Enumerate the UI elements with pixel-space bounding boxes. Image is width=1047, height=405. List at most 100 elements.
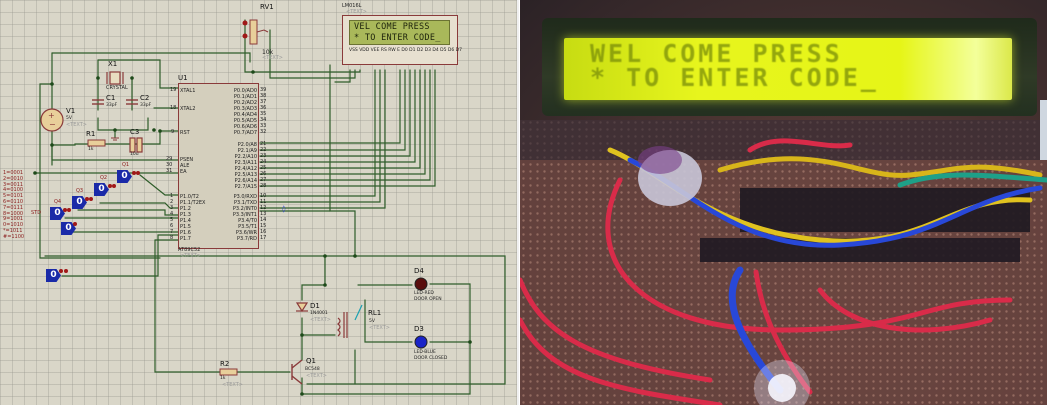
pin-num-22: 22 <box>260 147 267 153</box>
pin-p3-2: P3.2/INT0 <box>232 206 257 212</box>
pin-num-37: 37 <box>260 99 267 105</box>
d4-line1: LED-RED <box>414 291 434 296</box>
keypad-code: 7=0111 <box>3 204 24 211</box>
pin-num-6: 6 <box>170 223 174 229</box>
keypad-code: 5=0101 <box>3 193 24 200</box>
lcd-component[interactable]: VEL COME PRESS * TO ENTER CODE_ VSS VDD … <box>342 15 462 65</box>
relay-rl1-icon <box>337 304 363 338</box>
mcu-hint: <TEXT> <box>180 253 201 259</box>
pin-p1-6: P1.6 <box>180 230 191 236</box>
pin-num-24: 24 <box>260 159 267 165</box>
resistor-r1-icon <box>87 139 106 147</box>
r1-value: 1k <box>88 147 94 152</box>
led-blue-icon <box>414 335 428 349</box>
pin-p0-2: P0.2/AD2 <box>233 100 257 106</box>
d4-line2: DOOR OPEN <box>414 297 442 302</box>
pin-num-9: 9 <box>171 129 175 135</box>
keypad-code: 1=0001 <box>3 170 24 176</box>
pin-num-25: 25 <box>260 165 267 171</box>
potentiometer-rv1-icon <box>242 19 269 45</box>
hardware-photo: WEL COME PRESS * TO ENTER CODE_ <box>520 0 1047 405</box>
pin-p3-6: P3.6/WR <box>235 230 257 236</box>
pin-num-36: 36 <box>260 105 267 111</box>
logic-toggle-q1[interactable]: 0 <box>117 170 132 183</box>
pin-p1-0: P1.0/T2 <box>180 194 199 200</box>
ground-icon <box>111 137 119 141</box>
rl1-value: 5V <box>369 319 375 324</box>
x1-value: CRYSTAL <box>106 85 128 91</box>
q1-logic-ref: Q1 <box>122 162 130 168</box>
keypad-code: 2=0010 <box>3 175 24 182</box>
keypad-code: 4=0100 <box>3 187 24 194</box>
c2-value: 33pF <box>140 103 152 108</box>
pin-num-13: 13 <box>260 211 267 217</box>
keypad-code: 8=1000 <box>3 210 24 217</box>
pin-p0-4: P0.4/AD4 <box>233 112 257 118</box>
keypad-code: 3=0011 <box>3 181 24 188</box>
pin-p3-0: P3.0/RXD <box>233 194 257 200</box>
keypad-code-list: 1=0001 2=0010 3=0011 4=0100 5=0101 6=011… <box>3 170 24 241</box>
lcd-line-2: * TO ENTER CODE_ <box>354 33 441 43</box>
pin-p3-1: P3.1/TXD <box>234 200 257 206</box>
pin-p1-4: P1.4 <box>180 218 191 224</box>
pin-p2-4: P2.4/A12 <box>234 166 257 172</box>
pin-p2-1: P2.1/A9 <box>237 148 257 154</box>
pin-rst: RST <box>180 130 190 136</box>
pin-num-5: 5 <box>170 217 174 223</box>
pin-num-7: 7 <box>170 229 174 235</box>
logic-toggle-q2[interactable]: 0 <box>94 183 109 196</box>
pin-p2-5: P2.5/A13 <box>234 172 257 178</box>
d3-line2: DOOR CLOSED <box>414 356 448 361</box>
pin-psen: PSEN <box>180 157 194 163</box>
pin-num-12: 12 <box>260 205 267 211</box>
mcu-at89c52[interactable]: XTAL1 XTAL2 RST PSEN ALE EA P1.0/T2 P1.1… <box>178 83 259 249</box>
logic-toggle-extra[interactable]: 0 <box>46 269 61 282</box>
pin-p2-3: P2.3/A11 <box>234 160 257 166</box>
transistor-q1-icon <box>291 359 303 385</box>
v1-value: 5V <box>66 116 72 121</box>
pin-num-18: 18 <box>170 105 177 111</box>
pin-p2-7: P2.7/A15 <box>234 184 257 190</box>
logic-toggle-q4[interactable]: 0 <box>50 207 65 220</box>
schematic-wires: + − <box>33 19 506 396</box>
pin-p1-2: P1.2 <box>180 206 191 212</box>
keypad-code: 0=1010 <box>3 222 24 229</box>
logic-toggle-std[interactable]: 0 <box>61 222 76 235</box>
c3-ref: C3 <box>130 128 140 136</box>
pin-num-3: 3 <box>170 205 174 211</box>
q1-transistor-value: BC548 <box>305 367 320 372</box>
pin-num-16: 16 <box>260 229 267 235</box>
mcu-part: AT89C52 <box>178 247 201 253</box>
c3-value: 10u <box>130 152 139 157</box>
logic-toggle-q3[interactable]: 0 <box>72 196 87 209</box>
c1-ref: C1 <box>106 94 116 102</box>
r2-value: 1k <box>220 376 226 381</box>
pin-num-35: 35 <box>260 111 267 117</box>
pin-xtal2: XTAL2 <box>180 106 196 112</box>
pin-num-28: 28 <box>260 183 267 189</box>
c2-ref: C2 <box>140 94 150 102</box>
diode-d1-icon <box>295 302 309 313</box>
led-red-icon <box>414 277 428 291</box>
pin-p0-3: P0.3/AD3 <box>233 106 257 112</box>
v1-ref: V1 <box>66 107 76 115</box>
resistor-r2-icon <box>219 368 238 376</box>
d1-hint: <TEXT> <box>310 317 331 323</box>
pin-p3-3: P3.3/INT1 <box>232 212 257 218</box>
pin-num-29: 29 <box>166 156 173 162</box>
lcd-screen: VEL COME PRESS * TO ENTER CODE_ <box>349 20 450 45</box>
keypad-code: 6=0110 <box>3 198 24 205</box>
svg-text:+: + <box>48 111 55 120</box>
battery-v1-icon: + − <box>40 108 64 132</box>
rv1-hint: <TEXT> <box>262 55 283 61</box>
pin-num-39: 39 <box>260 87 267 93</box>
pin-num-10: 10 <box>260 193 267 199</box>
r2-hint: <TEXT> <box>222 382 243 388</box>
lcd-backlight <box>564 38 1012 100</box>
pin-p2-6: P2.6/A14 <box>234 178 257 184</box>
led-glow <box>768 374 796 402</box>
pin-p1-7: P1.7 <box>180 236 191 242</box>
crystal-icon <box>106 71 124 85</box>
pin-num-23: 23 <box>260 153 267 159</box>
proteus-schematic: + − <box>0 0 519 405</box>
